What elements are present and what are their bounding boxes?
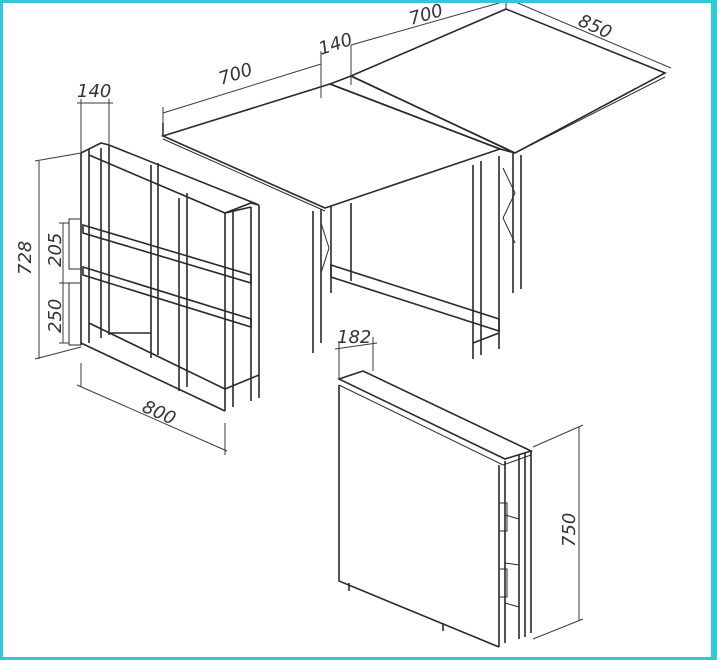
dim-table-mid-width: 140 <box>316 29 355 60</box>
tabletop-middle-strip <box>327 75 516 154</box>
folded-cabinet-drawing: 182 750 <box>334 327 584 648</box>
cabinet-front <box>338 385 500 648</box>
dim-frame-height: 728 <box>15 241 36 275</box>
dim-frame-shelf-upper: 205 <box>45 233 66 267</box>
cabinet-top <box>336 370 534 460</box>
tabletop-left-leaf <box>160 83 503 209</box>
tabletop-right-leaf <box>349 8 667 154</box>
dim-frame-shelf-lower: 250 <box>45 299 66 333</box>
technical-drawing: 700 140 700 850 <box>15 3 672 648</box>
dim-table-length-right: 700 <box>407 3 446 30</box>
frame-rail-lower <box>82 265 252 329</box>
dim-cabinet-height: 750 <box>559 513 580 547</box>
folding-frame-drawing: 140 728 205 250 800 <box>15 81 260 455</box>
dim-frame-length: 800 <box>139 396 179 429</box>
dim-table-length-left: 700 <box>216 59 255 90</box>
frame-rail-upper <box>82 223 252 285</box>
dim-frame-top-width: 140 <box>77 81 111 102</box>
open-table-drawing: 700 140 700 850 <box>160 3 672 359</box>
dim-cabinet-depth: 182 <box>337 327 371 348</box>
table-stretcher <box>330 263 500 333</box>
